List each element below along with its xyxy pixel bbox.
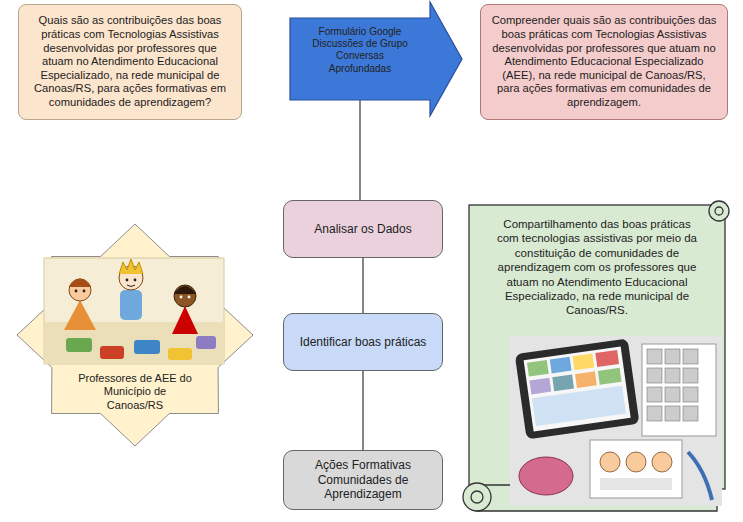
question-box: Quais são as contribuições das boas prát… [18, 4, 242, 120]
step-box: Ações Formativas Comunidades de Aprendiz… [283, 450, 443, 510]
node-text: Quais são as contribuições das boas prát… [29, 14, 231, 110]
result-scroll: Compartilhamento das boas práticas com t… [455, 193, 738, 518]
block-arrow [290, 2, 462, 116]
connector-line [362, 258, 363, 313]
scroll-shape [463, 201, 729, 511]
node-text: Analisar os Dados [314, 222, 411, 237]
connector-line [362, 371, 363, 450]
node-text: Identificar boas práticas [300, 335, 427, 350]
star-outline [15, 222, 255, 448]
method-arrow: Formulário Google Discussões de Grupo Co… [290, 18, 430, 100]
node-text: Compartilhamento das boas práticas com t… [491, 217, 703, 318]
assistive-technology-photo [510, 336, 722, 506]
children-illustration [44, 258, 224, 364]
participants-star: Professores de AEE do Município de Canoa… [15, 222, 255, 448]
objective-box: Compreender quais são as contribuições d… [480, 4, 728, 120]
star-shape [17, 224, 253, 446]
connector-line [359, 100, 360, 200]
node-text: Compreender quais são as contribuições d… [491, 14, 717, 110]
node-text: Professores de AEE do Município de Canoa… [76, 372, 194, 412]
step-box: Identificar boas práticas [283, 313, 443, 371]
step-box: Analisar os Dados [283, 200, 443, 258]
node-text: Formulário Google Discussões de Grupo Co… [306, 26, 414, 75]
node-text: Ações Formativas Comunidades de Aprendiz… [292, 458, 434, 502]
